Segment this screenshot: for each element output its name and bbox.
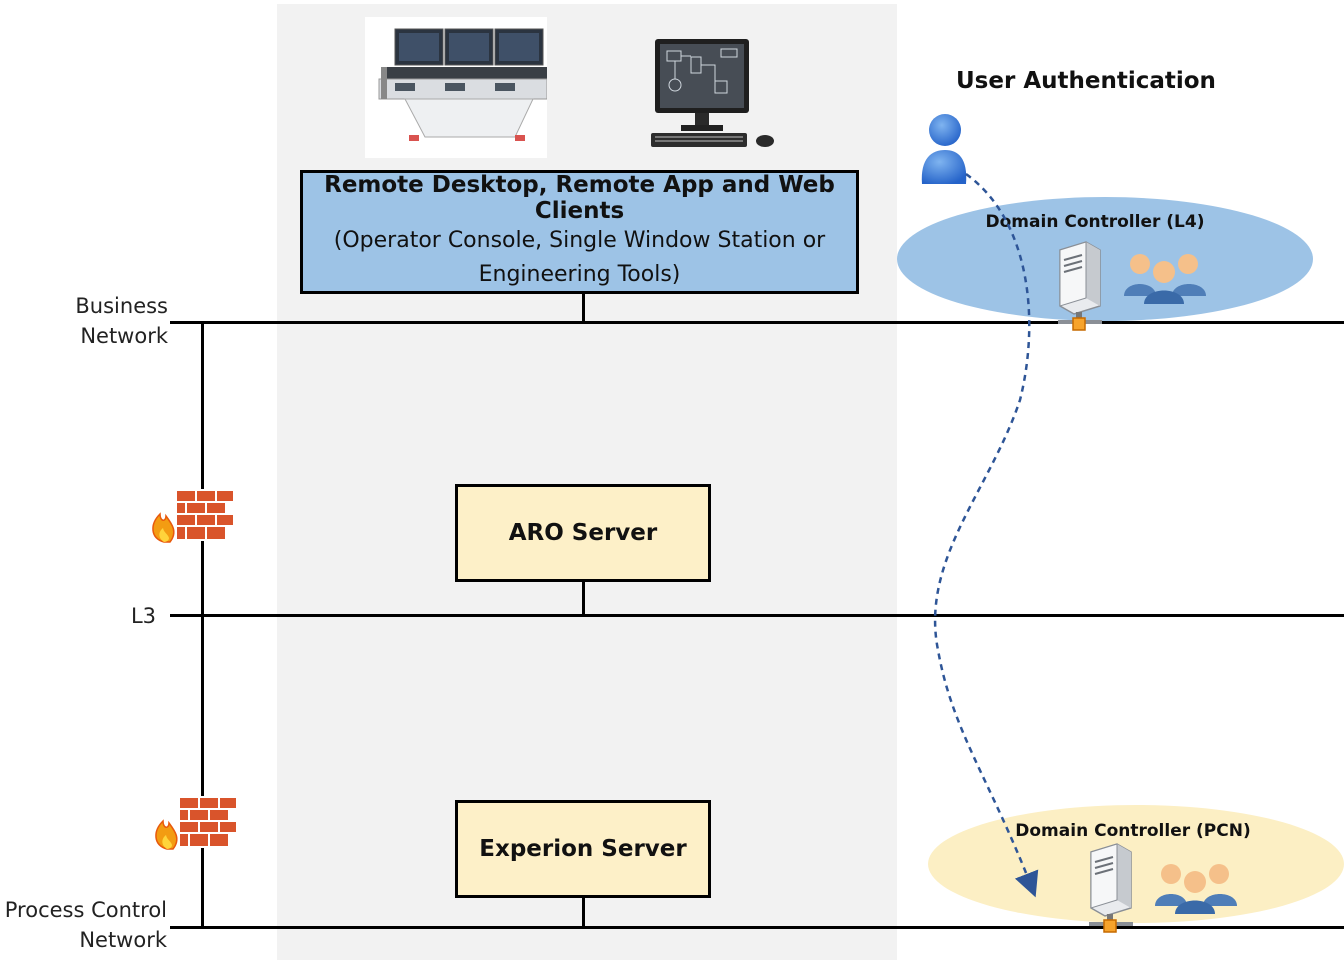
server-icon	[1052, 240, 1108, 334]
clients-connector	[582, 292, 585, 323]
user-group-icon	[1122, 250, 1208, 304]
remote-clients-title: Remote Desktop, Remote App and Web Clien…	[324, 172, 835, 224]
domain-controller-pcn-label: Domain Controller (PCN)	[1015, 821, 1251, 841]
desktop-computer-icon	[651, 37, 777, 151]
firewall-icon	[151, 795, 241, 851]
experion-connector	[582, 896, 585, 929]
remote-clients-subtitle: (Operator Console, Single Window Station…	[333, 228, 826, 287]
pcn-network-label: Process Control Network	[4, 898, 167, 952]
pcn-network-line	[170, 926, 1344, 929]
remote-clients-box: Remote Desktop, Remote App and Web Clien…	[300, 170, 859, 294]
experion-server-box: Experion Server	[455, 800, 711, 898]
user-icon	[918, 110, 970, 188]
experion-server-label: Experion Server	[479, 836, 687, 862]
l3-network-label: L3	[130, 604, 156, 628]
aro-connector	[582, 581, 585, 617]
authentication-path-arrow	[900, 160, 1060, 900]
business-network-label: Business Network	[75, 294, 168, 348]
business-network-line	[170, 321, 1344, 324]
firewall-icon	[148, 488, 238, 544]
operator-console-image	[365, 17, 548, 158]
server-icon	[1083, 842, 1139, 936]
domain-controller-pcn-zone	[928, 805, 1344, 923]
user-authentication-title: User Authentication	[956, 68, 1216, 94]
aro-server-box: ARO Server	[455, 484, 711, 582]
network-backbone-line	[201, 321, 204, 929]
domain-controller-l4-label: Domain Controller (L4)	[985, 212, 1205, 232]
domain-controller-l4-zone	[897, 197, 1313, 321]
l3-network-line	[170, 614, 1344, 617]
user-group-icon	[1153, 860, 1239, 914]
aro-server-label: ARO Server	[508, 520, 658, 546]
